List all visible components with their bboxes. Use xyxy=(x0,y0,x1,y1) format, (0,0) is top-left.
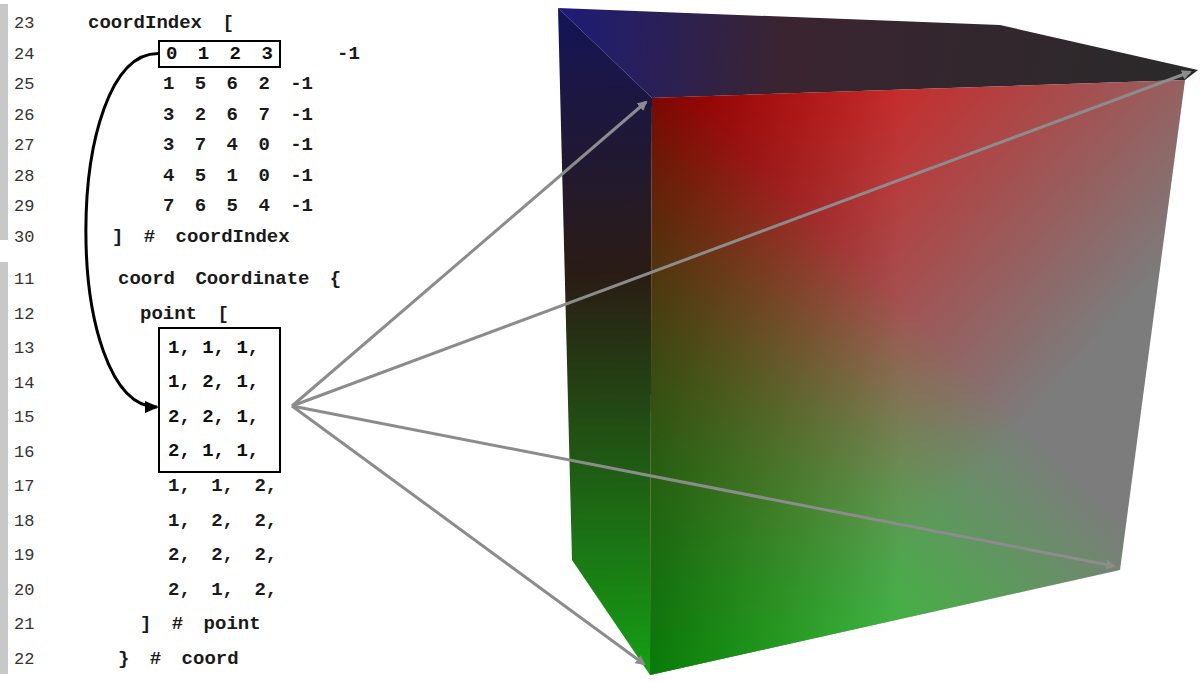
code-text: 1, 1, 2, xyxy=(168,475,277,497)
gutter-bar xyxy=(0,4,8,240)
line-number: 15 xyxy=(14,407,34,429)
code-text: 2, 2, 1, xyxy=(168,400,259,435)
code-text: 7 6 5 4 -1 xyxy=(163,195,313,217)
line-number: 23 xyxy=(14,13,34,35)
coordinate-highlight-box: 1, 1, 1,1, 2, 1,2, 2, 1,2, 1, 1, xyxy=(158,327,281,473)
code-text: 2, 1, 2, xyxy=(168,579,277,601)
line-number: 18 xyxy=(14,511,34,533)
line-number: 12 xyxy=(14,304,34,326)
code-text: 1, 2, 2, xyxy=(168,510,277,532)
code-text: ] # point xyxy=(140,613,261,635)
code-text: 2, 1, 1, xyxy=(168,434,259,469)
line-number: 11 xyxy=(14,269,34,291)
line-number: 28 xyxy=(14,166,34,188)
line-number: 30 xyxy=(14,227,34,249)
code-text: ] # coordIndex xyxy=(112,226,290,248)
code-text: 1 5 6 2 -1 xyxy=(163,73,313,95)
line-number: 17 xyxy=(14,476,34,498)
line-number: 21 xyxy=(14,614,34,636)
code-text: coordIndex [ xyxy=(88,12,234,34)
code-text: 3 7 4 0 -1 xyxy=(163,134,313,156)
line-number: 20 xyxy=(14,580,34,602)
index-highlight-box: 0 1 2 3 xyxy=(158,40,281,68)
line-number: 14 xyxy=(14,373,34,395)
code-text: } # coord xyxy=(118,648,239,670)
code-text: 4 5 1 0 -1 xyxy=(163,165,313,187)
cube-front-red xyxy=(650,80,1185,675)
code-text: 0 1 2 3 xyxy=(166,43,273,65)
line-number: 26 xyxy=(14,105,34,127)
line-number: 13 xyxy=(14,338,34,360)
cube-front-face xyxy=(650,80,1185,675)
line-number: 24 xyxy=(14,44,34,66)
line-number: 19 xyxy=(14,545,34,567)
line-number: 16 xyxy=(14,442,34,464)
code-text: point [ xyxy=(140,303,229,325)
code-text: 2, 2, 2, xyxy=(168,544,277,566)
code-text: 3 2 6 7 -1 xyxy=(163,104,313,126)
line-number: 22 xyxy=(14,649,34,671)
line-number: 29 xyxy=(14,196,34,218)
code-text: 1, 2, 1, xyxy=(168,365,259,400)
code-text: 1, 1, 1, xyxy=(168,331,259,366)
cube-front-green xyxy=(650,80,1185,675)
gutter-bar xyxy=(0,262,8,674)
vertex-arrows xyxy=(292,72,1190,664)
code-text: -1 xyxy=(337,43,360,65)
line-number: 25 xyxy=(14,74,34,96)
cube-front-shade xyxy=(650,80,1185,675)
code-text: coord Coordinate { xyxy=(118,268,341,290)
line-number: 27 xyxy=(14,135,34,157)
